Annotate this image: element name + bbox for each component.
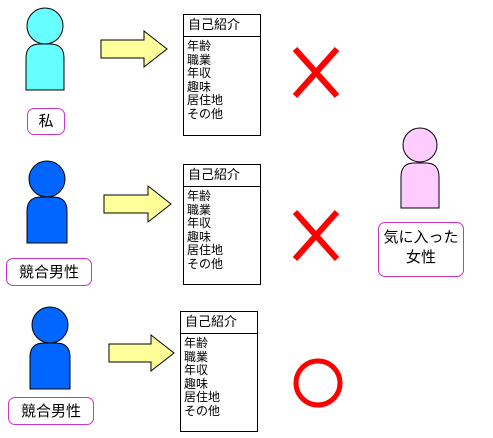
arrow-3	[108, 333, 175, 373]
label-rival1: 競合男性	[6, 258, 92, 286]
intro-card-item: 年齢	[184, 336, 209, 350]
person-rival2-body	[29, 342, 71, 390]
cross-mark-2	[292, 210, 340, 261]
person-target-head	[402, 127, 438, 163]
intro-card-items: 年齢 職業 年収 趣味 居住地 その他	[181, 334, 257, 419]
intro-card-3: 自己紹介 年齢 職業 年収 趣味 居住地 その他	[180, 311, 258, 432]
intro-card-2: 自己紹介 年齢 職業 年収 趣味 居住地 その他	[183, 164, 261, 285]
intro-card-item: 趣味	[187, 79, 212, 94]
intro-card-item: 年齢	[187, 189, 212, 203]
intro-card-item: 職業	[187, 202, 212, 217]
intro-card-items: 年齢 職業 年収 趣味 居住地 その他	[184, 37, 260, 122]
person-me-figure	[25, 7, 65, 91]
intro-card-items: 年齢 職業 年収 趣味 居住地 その他	[184, 187, 260, 272]
intro-card-item: 年収	[187, 66, 212, 81]
intro-card-item: 居住地	[184, 390, 221, 405]
intro-card-item: 年収	[187, 216, 212, 231]
intro-card-title: 自己紹介	[184, 15, 260, 37]
label-target-line2: 女性	[405, 248, 436, 266]
label-target: 気に入った 女性	[378, 222, 464, 277]
intro-card-item: 年齢	[187, 39, 212, 53]
intro-card-item: 年収	[184, 363, 209, 378]
person-target-body	[400, 162, 440, 209]
label-rival2: 競合男性	[8, 397, 94, 425]
intro-card-item: 職業	[184, 349, 209, 364]
intro-card-item: 趣味	[187, 229, 212, 244]
intro-card-title: 自己紹介	[181, 312, 257, 334]
intro-card-item: その他	[187, 256, 224, 271]
person-rival1-body	[26, 196, 68, 244]
intro-card-item: その他	[184, 403, 221, 418]
cross-mark-1	[292, 47, 340, 98]
intro-card-item: その他	[187, 106, 224, 121]
label-target-line1: 気に入った	[383, 228, 459, 246]
intro-card-1: 自己紹介 年齢 職業 年収 趣味 居住地 その他	[183, 14, 261, 136]
label-me: 私	[27, 108, 65, 135]
person-rival1-head	[28, 160, 66, 198]
arrow-2	[103, 184, 172, 224]
person-target-figure	[400, 127, 440, 209]
person-rival1-figure	[26, 160, 68, 244]
person-me-head	[26, 7, 64, 45]
intro-card-item: 居住地	[187, 93, 224, 108]
circle-mark	[293, 358, 343, 408]
person-rival2-figure	[29, 306, 71, 390]
intro-card-item: 趣味	[184, 376, 209, 391]
person-rival2-head	[31, 306, 69, 344]
intro-card-item: 職業	[187, 52, 212, 67]
arrow-1	[100, 29, 168, 69]
person-me-body	[25, 43, 65, 91]
intro-card-item: 居住地	[187, 243, 224, 258]
intro-card-title: 自己紹介	[184, 165, 260, 187]
